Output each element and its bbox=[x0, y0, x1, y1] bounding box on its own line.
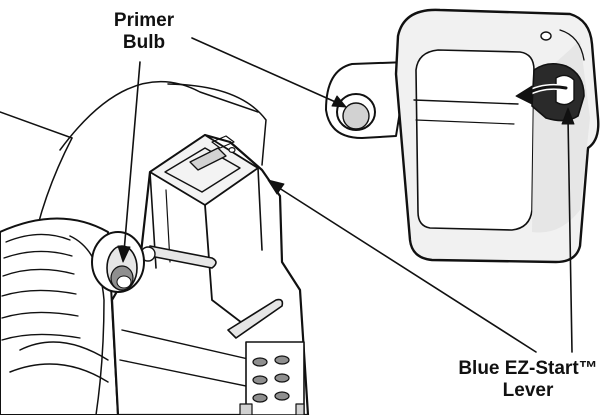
curved-arrow-icon bbox=[515, 85, 533, 105]
primer-bulb-label-line1: Primer bbox=[113, 10, 175, 31]
primer-bulb-label: Primer Bulb bbox=[84, 10, 204, 54]
pointer-lines bbox=[117, 37, 575, 353]
engine-housing bbox=[0, 80, 310, 415]
ez-start-lever-label-line1: Blue EZ-Start™ bbox=[458, 358, 598, 379]
primer-bulb-label-line2: Bulb bbox=[122, 32, 166, 53]
ez-start-lever-label: Blue EZ-Start™ Lever bbox=[440, 358, 612, 402]
arrow-pointer-icon bbox=[267, 179, 285, 195]
ez-start-lever-label-line2: Lever bbox=[502, 380, 554, 401]
muffler-grille bbox=[239, 341, 305, 415]
arrow-pointer-icon bbox=[117, 245, 131, 263]
arrow-pointer-icon bbox=[331, 95, 347, 108]
primer-bulb bbox=[91, 231, 145, 293]
arrow-pointer-icon bbox=[561, 107, 575, 125]
detail-inset-cover bbox=[325, 8, 600, 264]
